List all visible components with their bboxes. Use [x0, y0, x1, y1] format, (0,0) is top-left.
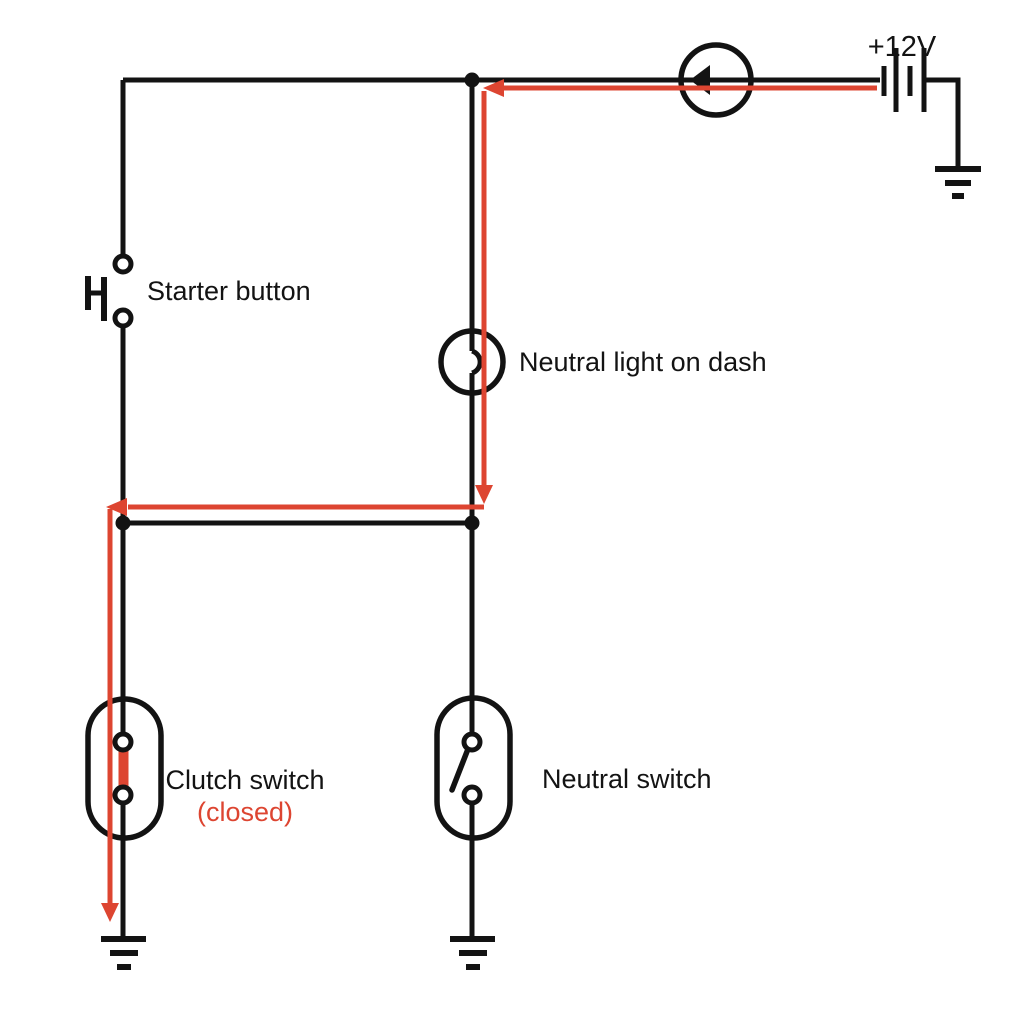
current-arrow-left-top [483, 79, 504, 97]
neutral-light-label: Neutral light on dash [519, 347, 767, 377]
junction-dot-bus-left [115, 515, 131, 531]
neutral-light-symbol [438, 328, 506, 396]
starter-terminal-top [112, 253, 134, 275]
wires [120, 77, 961, 937]
neutral-switch-open-lever [449, 746, 471, 793]
clutch-closed-contact-bar [118, 750, 129, 787]
neutral-switch-outline [434, 695, 513, 841]
current-arrow-down-mid [475, 485, 493, 504]
battery-voltage-label: +12V [867, 31, 937, 63]
starter-button-label: Starter button [147, 276, 311, 306]
junction-dot-bus-right [464, 515, 480, 531]
clutch-switch-outline [85, 696, 164, 841]
neutral-ground-symbol [450, 936, 495, 970]
neutral-switch-label: Neutral switch [542, 764, 712, 794]
starter-terminal-bottom [112, 307, 134, 329]
clutch-switch-symbol [85, 696, 164, 841]
neutral-switch-symbol [434, 695, 513, 841]
clutch-ground-symbol [101, 936, 146, 970]
lamp-filament-arc [471, 348, 483, 376]
current-path-overlay [101, 79, 877, 922]
current-arrow-down-bottom [101, 903, 119, 922]
battery-symbol [881, 48, 927, 112]
lamp-circle [438, 328, 506, 396]
battery-ground-symbol [935, 166, 981, 199]
indicator-circle [678, 42, 754, 118]
junction-dot-top [464, 72, 480, 88]
clutch-switch-label-group: Clutch switch (closed) [145, 764, 345, 828]
current-arrow-left-mid [106, 498, 127, 516]
clutch-terminal-top [112, 731, 134, 753]
clutch-terminal-bottom [112, 784, 134, 806]
neutral-terminal-bottom [461, 784, 483, 806]
neutral-terminal-top [461, 731, 483, 753]
starter-button-symbol [85, 253, 134, 329]
clutch-switch-label: Clutch switch [165, 765, 325, 795]
clutch-switch-state-label: (closed) [196, 797, 294, 827]
battery-ground-wire [924, 77, 961, 166]
junction-dots [115, 72, 480, 531]
